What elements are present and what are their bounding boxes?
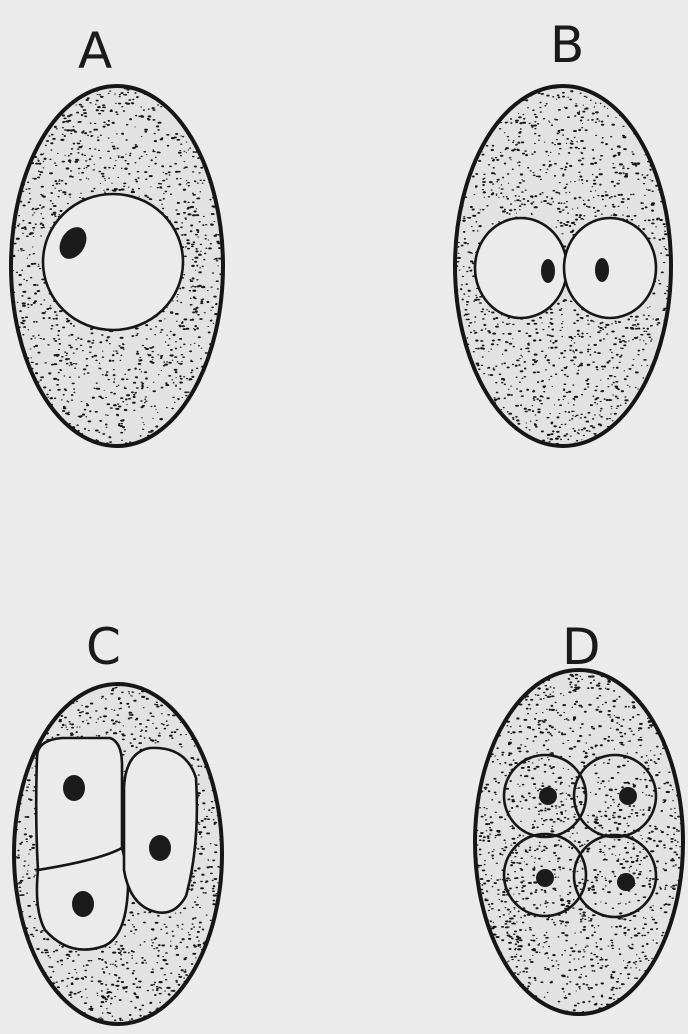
cell-d-chromatin-1 xyxy=(539,787,557,805)
cell-a-nucleus xyxy=(43,194,183,330)
panel-d-label: D xyxy=(562,618,601,676)
panel-d: D xyxy=(475,618,683,1014)
cell-c-nucleus-upper-left xyxy=(36,738,122,870)
cell-b-chromatin-left xyxy=(541,259,555,283)
cell-c-chromatin-3 xyxy=(72,891,94,917)
panel-b: B xyxy=(454,16,671,446)
cell-b-chromatin-right xyxy=(595,258,609,282)
panel-a: A xyxy=(10,22,223,446)
cell-c-nucleus-right xyxy=(124,748,197,913)
cell-c-chromatin-2 xyxy=(149,835,171,861)
cell-d-chromatin-4 xyxy=(617,873,635,891)
cell-b-nucleus-right xyxy=(564,218,656,318)
panel-c: C xyxy=(14,618,223,1024)
panel-c-label: C xyxy=(86,618,121,676)
panel-b-label: B xyxy=(550,16,584,74)
cell-d-chromatin-2 xyxy=(619,787,637,805)
panel-a-label: A xyxy=(78,22,112,80)
cell-c-chromatin-1 xyxy=(63,775,85,801)
cell-d-chromatin-3 xyxy=(536,869,554,887)
